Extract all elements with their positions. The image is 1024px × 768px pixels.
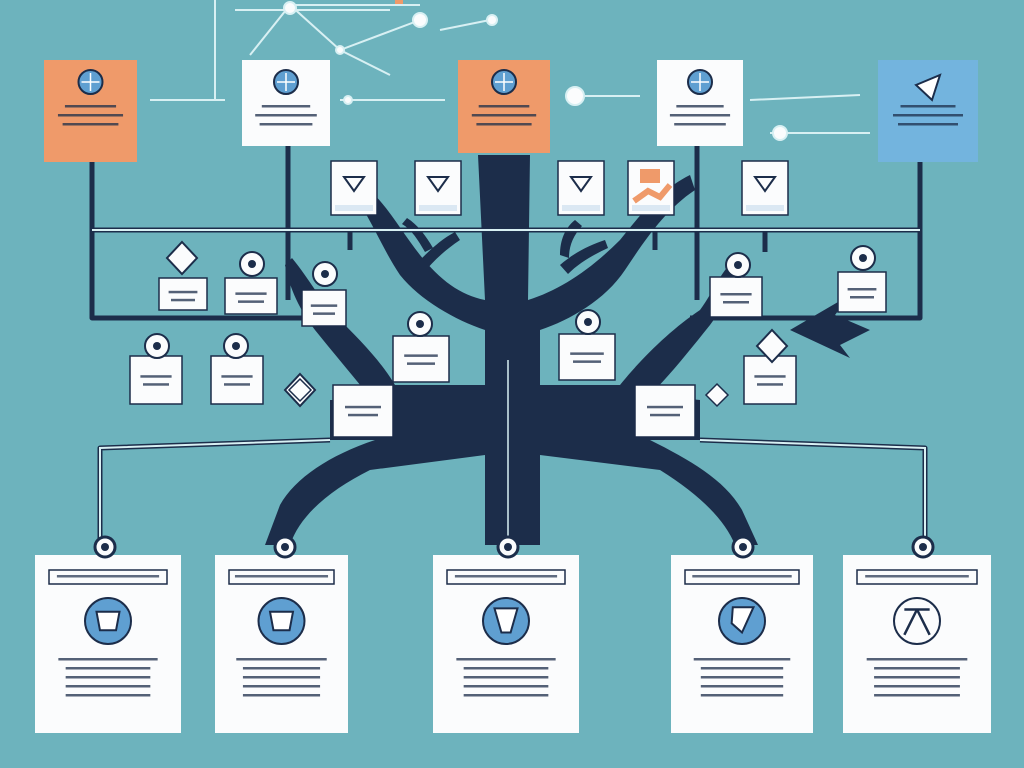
shield-icon [482, 597, 530, 645]
leaf-label [634, 384, 696, 438]
bottom-card [215, 535, 348, 733]
bottom-card [433, 535, 579, 733]
leaf-label [332, 384, 394, 438]
funnel-icon [753, 176, 777, 193]
globe-icon [491, 69, 517, 95]
branch-cards [330, 160, 789, 216]
pin-icon [725, 252, 751, 278]
funnel-icon [426, 176, 450, 193]
funnel-icon [569, 176, 593, 193]
globe-icon [273, 69, 299, 95]
diamond-icon [704, 382, 730, 408]
leaf-labels [129, 240, 887, 438]
pin-icon [575, 309, 601, 335]
connector-lines-light [92, 229, 926, 540]
leaf-label [558, 309, 616, 381]
leaf-label [158, 240, 208, 311]
network-decoration [150, 0, 870, 141]
leaf-label [392, 311, 450, 383]
bottom-cards [35, 535, 991, 733]
pin-icon [312, 261, 338, 287]
pin-icon [407, 311, 433, 337]
bottom-card [671, 535, 813, 733]
leaf-label [129, 333, 183, 405]
leaf-label [743, 328, 797, 405]
top-node-card [242, 60, 330, 146]
diamond-icon [287, 377, 313, 403]
pin-icon [911, 535, 935, 559]
mug-icon [257, 597, 306, 645]
leaf-label [210, 333, 264, 405]
flag-icon [718, 597, 766, 645]
globe-icon [77, 69, 104, 95]
top-node-card [878, 60, 978, 162]
pin-icon [144, 333, 170, 359]
top-nodes [44, 60, 978, 162]
branch-card [627, 160, 675, 216]
pin-icon [223, 333, 249, 359]
chart-icon [632, 169, 673, 204]
bottom-card [35, 535, 181, 733]
leaf-label [224, 251, 278, 315]
funnel-icon [342, 176, 366, 193]
pin-icon [850, 245, 876, 271]
globe-icon [687, 69, 713, 95]
branch-card [414, 160, 462, 216]
bottom-card [843, 535, 991, 733]
diamond-icon [165, 240, 199, 276]
top-node-card [458, 60, 550, 153]
diamond-icon [755, 328, 789, 364]
top-node-card [657, 60, 743, 146]
leaf-label [301, 261, 347, 327]
decor-dash [395, 0, 403, 4]
leaf-label [837, 245, 887, 313]
pin-icon [273, 535, 297, 559]
pin-icon [731, 535, 755, 559]
pin-icon [239, 251, 265, 277]
branch-card [330, 160, 378, 216]
arrow-icon [914, 73, 942, 102]
pin-icon [93, 535, 117, 559]
branch-card [557, 160, 605, 216]
tripod-icon [893, 597, 941, 645]
branch-card [741, 160, 789, 216]
top-node-card [44, 60, 137, 162]
leaf-label [709, 252, 763, 318]
mug-icon [84, 597, 132, 645]
pin-icon [496, 535, 520, 559]
